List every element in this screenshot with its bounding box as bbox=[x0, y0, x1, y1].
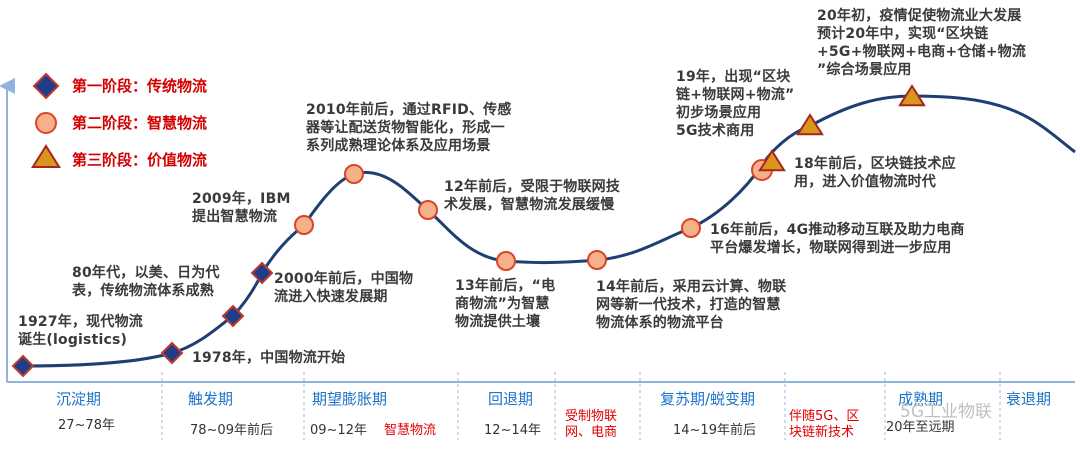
phase-label-2: 触发期 bbox=[188, 390, 234, 408]
event-12: 12年前后，受限于物联网技 术发展，智慧物流发展缓慢 bbox=[444, 179, 621, 213]
marker-19 bbox=[796, 113, 824, 136]
watermark-text: 5G工业物联 bbox=[900, 402, 992, 422]
event-1978: 1978年，中国物流开始 bbox=[192, 350, 346, 366]
period-label-2: 78~09年前后 bbox=[190, 423, 273, 438]
phase-label-4: 回退期 bbox=[488, 390, 534, 408]
marker-80s bbox=[221, 304, 245, 328]
marker-2010 bbox=[344, 164, 364, 184]
period-label-4: 12~14年 bbox=[484, 423, 541, 438]
event-2000: 2000年前后，中国物 流进入快速发展期 bbox=[274, 271, 414, 305]
event-19: 19年，出现“区块 链+物联网+物流” 初步场景应用 5G技术商用 bbox=[676, 69, 795, 139]
legend-label-stage2: 第二阶段：智慧物流 bbox=[72, 114, 208, 132]
note-new-tech: 伴随5G、区 块链新技术 bbox=[789, 409, 860, 440]
period-label-3: 09~12年 bbox=[310, 423, 367, 438]
event-2009: 2009年，IBM 提出智慧物流 bbox=[192, 191, 291, 225]
phase-label-3: 期望膨胀期 bbox=[312, 390, 388, 408]
legend-label-stage3: 第三阶段：价值物流 bbox=[72, 151, 208, 169]
event-16: 16年前后，4G推动移动互联及助力电商 平台爆发增长，物联网得到进一步应用 bbox=[710, 222, 965, 256]
period-dividers bbox=[161, 372, 1001, 440]
phase-label-1: 沉淀期 bbox=[56, 390, 102, 408]
event-1927: 1927年，现代物流 诞生(logistics) bbox=[18, 314, 143, 348]
marker-20 bbox=[898, 84, 926, 107]
phase-label-5: 复苏期/蜕变期 bbox=[660, 390, 756, 408]
marker-13 bbox=[496, 251, 516, 271]
event-2010: 2010年前后，通过RFID、传感 器等让配送货物智能化，形成一 系列成熟理论体… bbox=[306, 102, 512, 154]
legend-diamond-marker bbox=[32, 72, 60, 100]
event-80s: 80年代，以美、日为代 表，传统物流体系成熟 bbox=[72, 265, 220, 299]
note-limited: 受制物联 网、电商 bbox=[565, 409, 618, 440]
event-13: 13年前后，“电 商物流”为智慧 物流提供土壤 bbox=[455, 278, 556, 330]
period-label-5: 14~19年前后 bbox=[673, 423, 756, 438]
marker-1927 bbox=[11, 354, 35, 378]
marker-1978 bbox=[160, 341, 184, 365]
event-14: 14年前后，采用云计算、物联 网等新一代技术，打造的智慧 物流体系的物流平台 bbox=[596, 279, 787, 331]
period-label-1: 27~78年 bbox=[58, 418, 115, 433]
marker-18-triangle bbox=[758, 149, 786, 172]
phase-label-6: 成熟期 bbox=[898, 390, 944, 408]
marker-14 bbox=[587, 250, 607, 270]
legend-triangle-marker bbox=[30, 144, 62, 168]
legend-circle-marker bbox=[35, 112, 57, 134]
note-smart-logistics: 智慧物流 bbox=[384, 423, 437, 438]
event-20: 20年初，疫情促使物流业大发展 预计20年中，实现“区块链 +5G+物联网+电商… bbox=[817, 8, 1027, 78]
legend-label-stage1: 第一阶段：传统物流 bbox=[72, 77, 208, 95]
event-18: 18年前后，区块链技术应 用，进入价值物流时代 bbox=[794, 156, 956, 190]
marker-2009 bbox=[294, 215, 314, 235]
period-label-6: 20年至远期 bbox=[886, 420, 955, 435]
marker-12 bbox=[418, 200, 438, 220]
marker-16 bbox=[681, 218, 701, 238]
marker-2000 bbox=[250, 261, 274, 285]
phase-label-7: 衰退期 bbox=[1006, 390, 1052, 408]
